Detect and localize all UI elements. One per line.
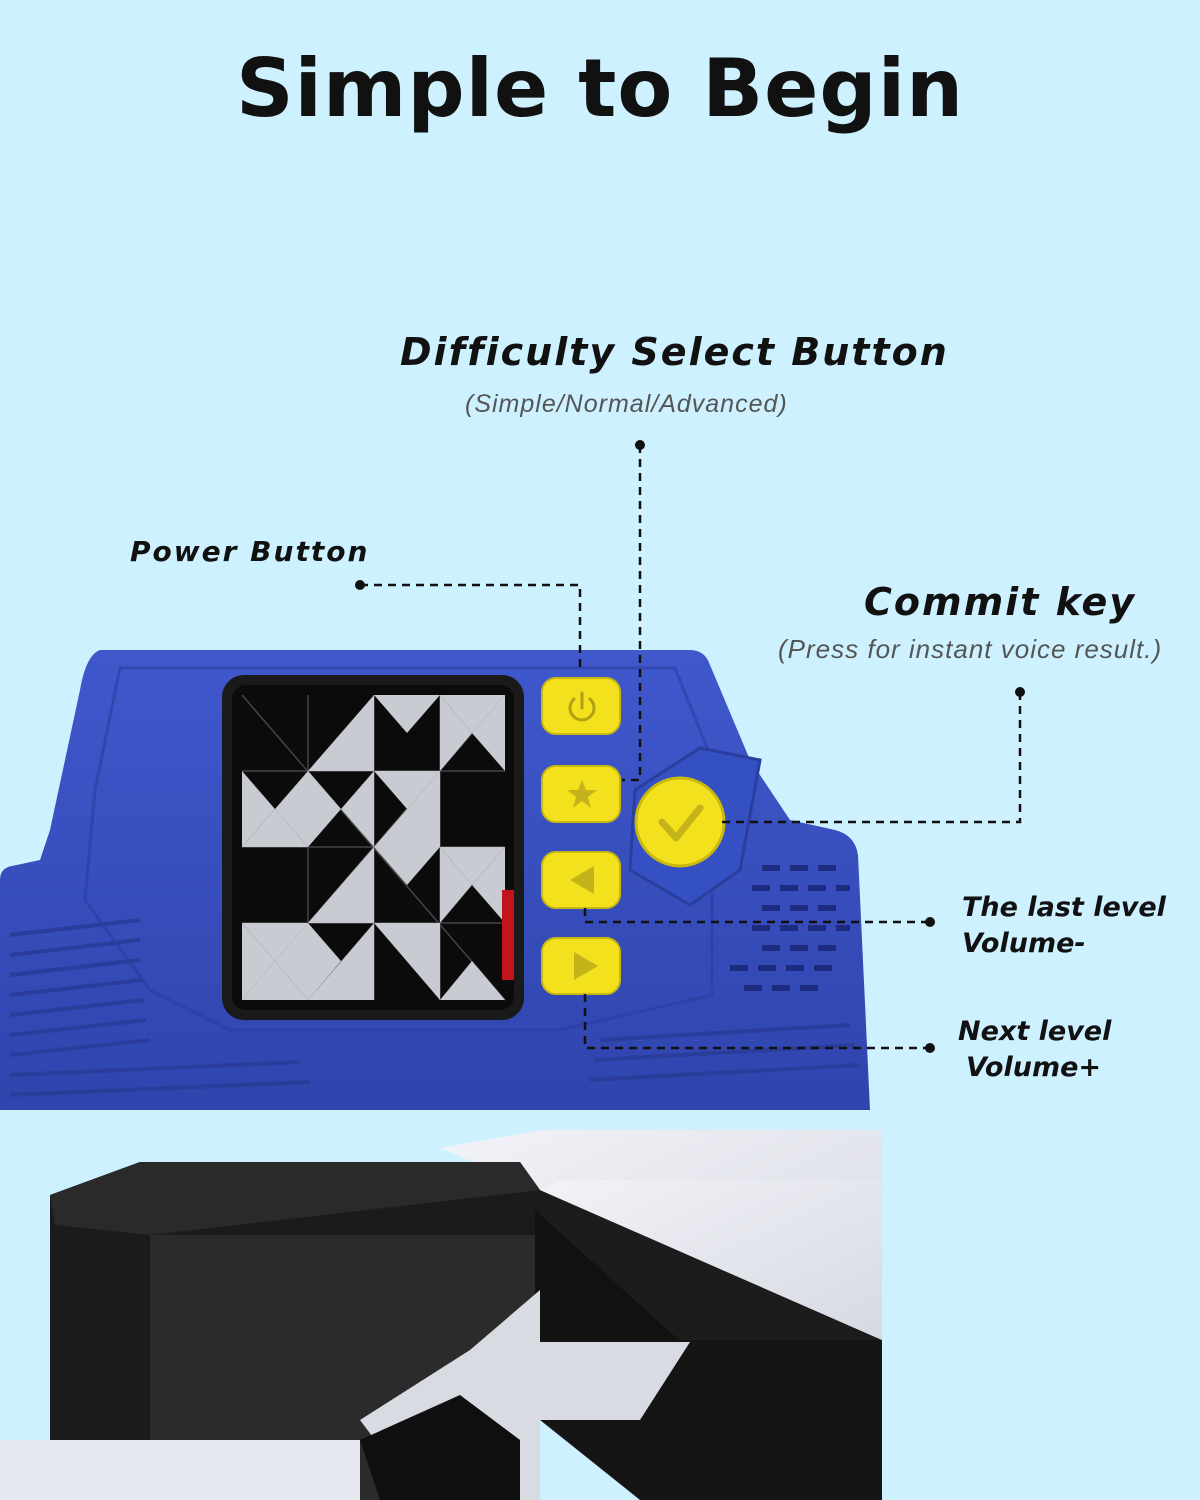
puzzle-blocks <box>0 1130 882 1500</box>
difficulty-select-note: (Simple/Normal/Advanced) <box>465 390 788 418</box>
speaker-grille <box>730 865 850 991</box>
left-vent <box>9 918 311 1097</box>
commit-key-note: (Press for instant voice result.) <box>778 634 1163 664</box>
commit-key[interactable] <box>634 776 726 868</box>
power-icon <box>568 691 596 722</box>
difficulty-select-button[interactable] <box>541 765 621 823</box>
game-screen <box>222 675 524 1020</box>
power-button[interactable] <box>541 677 621 735</box>
last-level-label: The last level <box>962 892 1166 923</box>
commit-key-label: Commit key <box>864 580 1137 624</box>
progress-bar <box>502 890 514 980</box>
next-level-label: Next level <box>958 1016 1112 1047</box>
next-level-button[interactable] <box>541 937 621 995</box>
triangle-right-icon <box>574 952 598 980</box>
volume-down-label: Volume- <box>962 928 1086 959</box>
checkmark-icon <box>658 804 704 842</box>
triangle-left-icon <box>570 866 594 894</box>
star-icon <box>567 780 597 808</box>
difficulty-select-label: Difficulty Select Button <box>400 330 949 374</box>
power-button-label: Power Button <box>130 535 370 568</box>
callout-lines <box>360 445 1022 1050</box>
page-title: Simple to Begin <box>235 42 965 135</box>
callout-dots <box>355 440 1025 1053</box>
last-level-button[interactable] <box>541 851 621 909</box>
volume-up-label: Volume+ <box>966 1052 1102 1083</box>
